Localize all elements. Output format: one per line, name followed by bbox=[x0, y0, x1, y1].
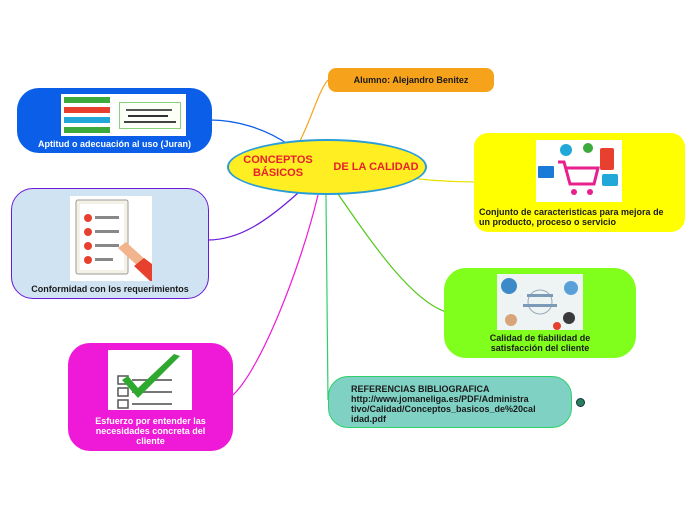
node-effort-line2: necesidades concreta del bbox=[95, 426, 206, 436]
link-effort bbox=[232, 194, 319, 396]
node-reliability[interactable]: Calidad de fiabilidad de satisfacción de… bbox=[444, 268, 636, 358]
node-conformity[interactable]: Conformidad con los requerimientos bbox=[11, 188, 209, 299]
meeting-image bbox=[497, 274, 583, 330]
node-references-line4: idad.pdf bbox=[351, 414, 386, 424]
link-reliability bbox=[337, 193, 447, 313]
shopping-cart-image bbox=[536, 140, 622, 202]
central-topic-line2: DE LA CALIDAD bbox=[333, 160, 419, 173]
node-characteristics-line2: un producto, proceso o servicio bbox=[479, 217, 617, 227]
node-student[interactable]: Alumno: Alejandro Benitez bbox=[328, 68, 494, 92]
node-juran-label: Aptitud o adecuación al uso (Juran) bbox=[37, 139, 191, 149]
link-references bbox=[325, 194, 329, 401]
link-conformity bbox=[207, 192, 299, 241]
node-juran[interactable]: Aptitud o adecuación al uso (Juran) bbox=[17, 88, 212, 153]
node-reliability-line1: Calidad de fiabilidad de bbox=[489, 333, 591, 343]
link-student bbox=[299, 79, 329, 142]
checkmark-box-image bbox=[108, 350, 192, 410]
node-effort[interactable]: Esfuerzo por entender las necesidades co… bbox=[68, 343, 233, 451]
node-references-line1: REFERENCIAS BIBLIOGRAFICA bbox=[351, 384, 490, 394]
node-student-label: Alumno: Alejandro Benitez bbox=[353, 75, 469, 85]
node-effort-line1: Esfuerzo por entender las bbox=[95, 416, 206, 426]
node-conformity-label: Conformidad con los requerimientos bbox=[31, 284, 189, 294]
node-effort-line3: cliente bbox=[136, 436, 165, 446]
node-reliability-line2: satisfacción del cliente bbox=[490, 343, 590, 353]
central-topic-line1: CONCEPTOS BÁSICOS bbox=[243, 154, 313, 179]
node-characteristics[interactable]: Conjunto de caracteristicas para mejora … bbox=[474, 133, 685, 232]
globe-link-icon[interactable] bbox=[576, 398, 585, 407]
node-characteristics-line1: Conjunto de caracteristicas para mejora … bbox=[479, 207, 664, 217]
central-topic[interactable]: CONCEPTOS BÁSICOS DE LA CALIDAD bbox=[227, 139, 427, 195]
checklist-image bbox=[70, 196, 152, 281]
node-references-line2: http://www.jomaneliga.es/PDF/Administra bbox=[351, 394, 529, 404]
juran-table-image bbox=[61, 94, 186, 136]
node-references-line3: tivo/Calidad/Conceptos_basicos_de%20cal bbox=[351, 404, 536, 414]
node-references[interactable]: REFERENCIAS BIBLIOGRAFICA http://www.jom… bbox=[328, 376, 572, 428]
link-juran bbox=[209, 119, 290, 146]
